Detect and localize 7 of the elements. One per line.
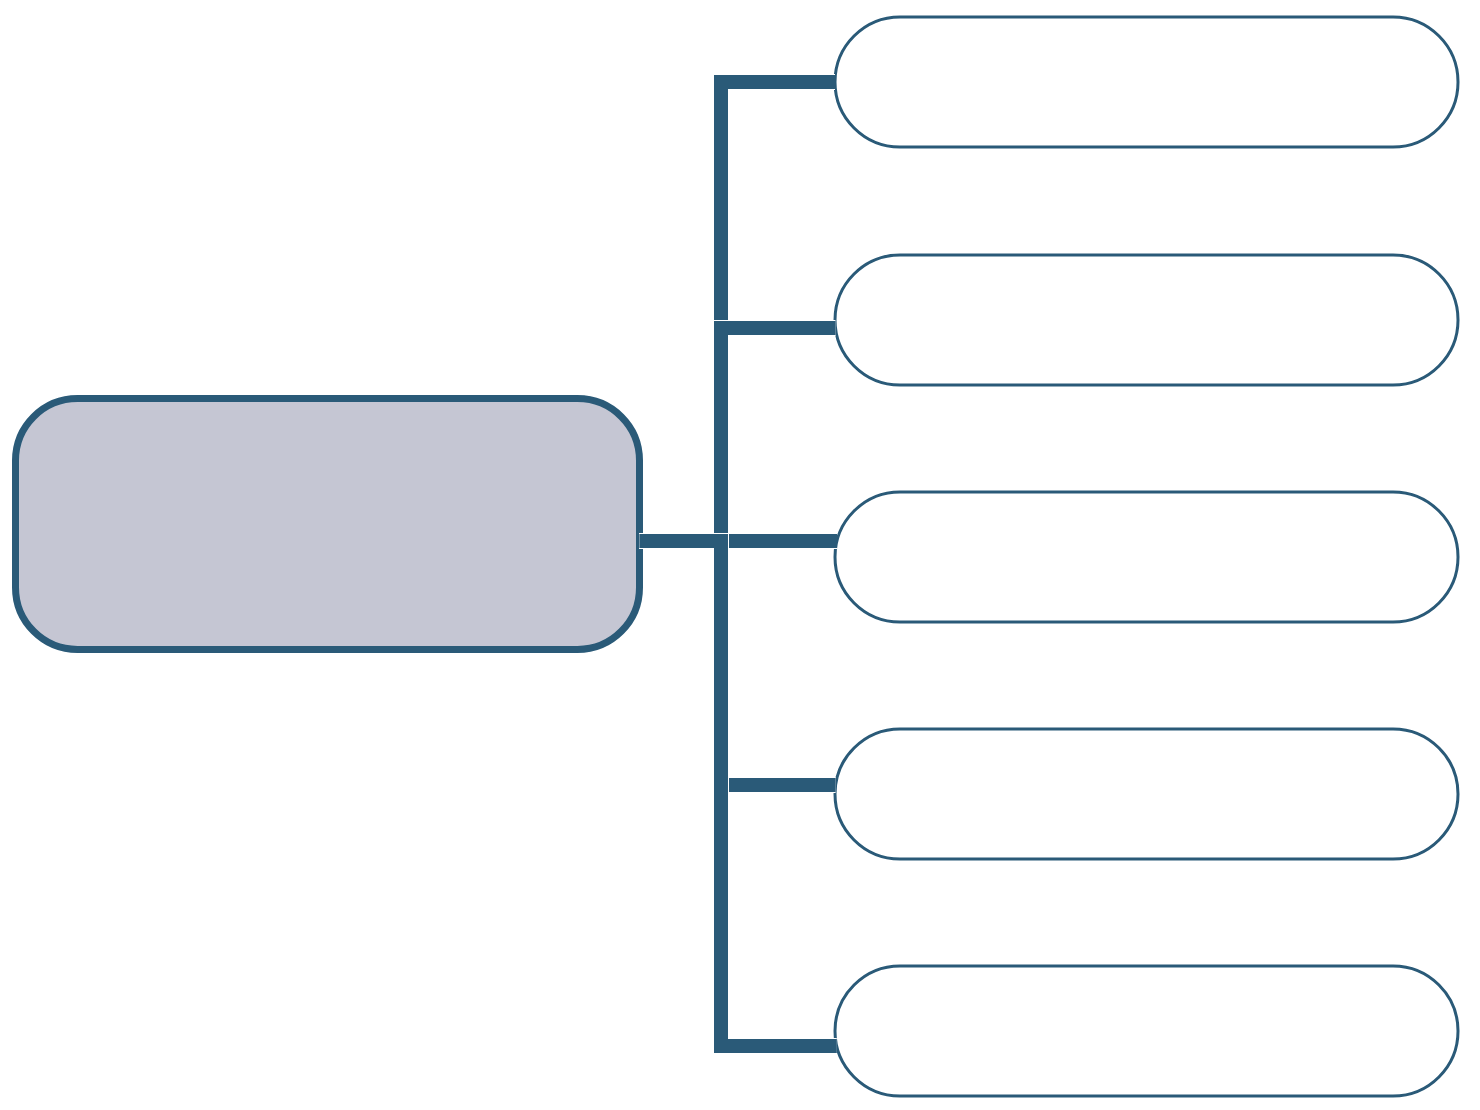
- elbow-connector: [639, 533, 837, 1054]
- pill: [833, 15, 1460, 149]
- pill: [833, 727, 1460, 861]
- rounded-rectangle: [12, 395, 643, 653]
- pill: [833, 964, 1460, 1098]
- pill: [833, 490, 1460, 624]
- pill: [833, 253, 1460, 387]
